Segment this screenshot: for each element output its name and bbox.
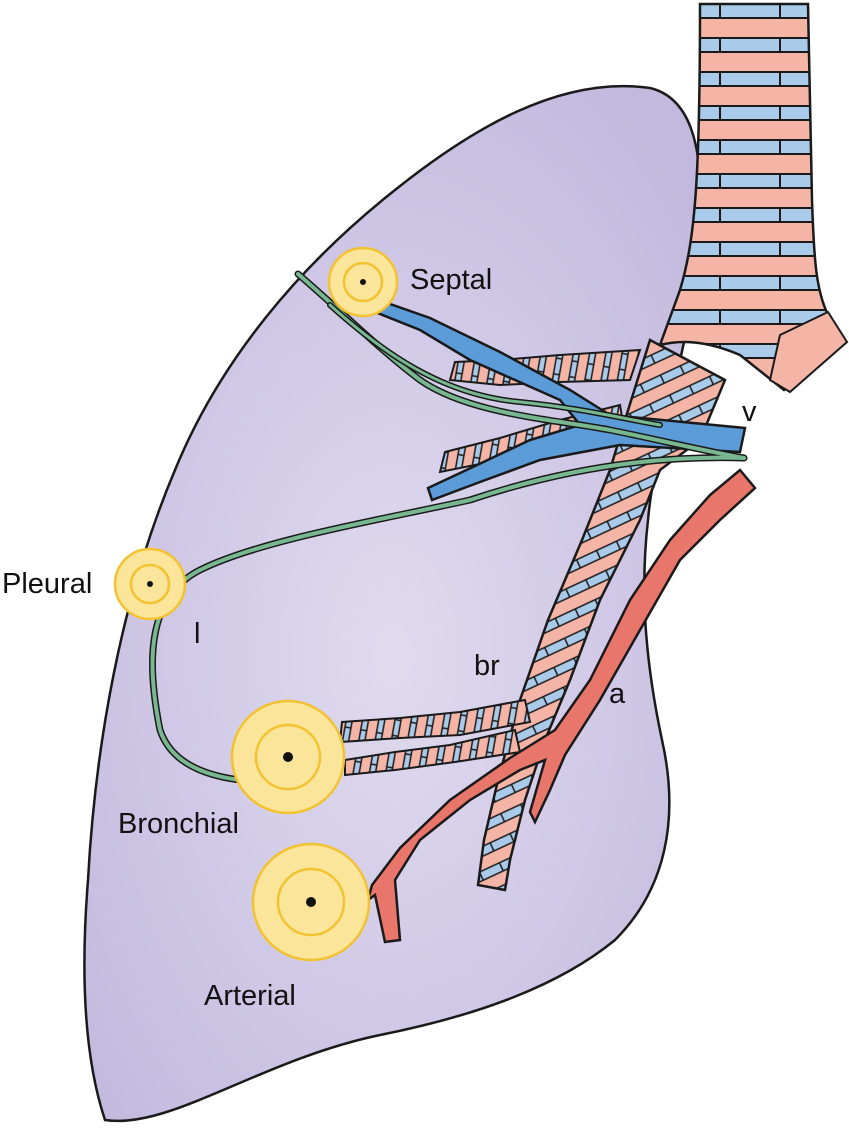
bronchus-label: br — [474, 650, 500, 682]
pulmonary-vein — [343, 288, 747, 502]
bronchial-label: Bronchial — [118, 808, 239, 840]
vein-label: v — [742, 396, 757, 428]
lower-bronchial-branches — [338, 698, 532, 777]
pleural-node — [113, 547, 187, 621]
arterial-node — [251, 842, 371, 962]
septal-node — [327, 246, 399, 318]
arterial-label: Arterial — [204, 980, 296, 1012]
bronchial-node — [230, 699, 346, 815]
lymphatic-vessel — [148, 270, 748, 784]
trachea — [658, 2, 849, 394]
septal-label: Septal — [410, 264, 493, 296]
pleural-label: Pleural — [2, 568, 93, 600]
lymphatic-label: l — [194, 618, 201, 650]
pulmonary-artery — [365, 468, 757, 944]
artery-label: a — [609, 678, 626, 710]
